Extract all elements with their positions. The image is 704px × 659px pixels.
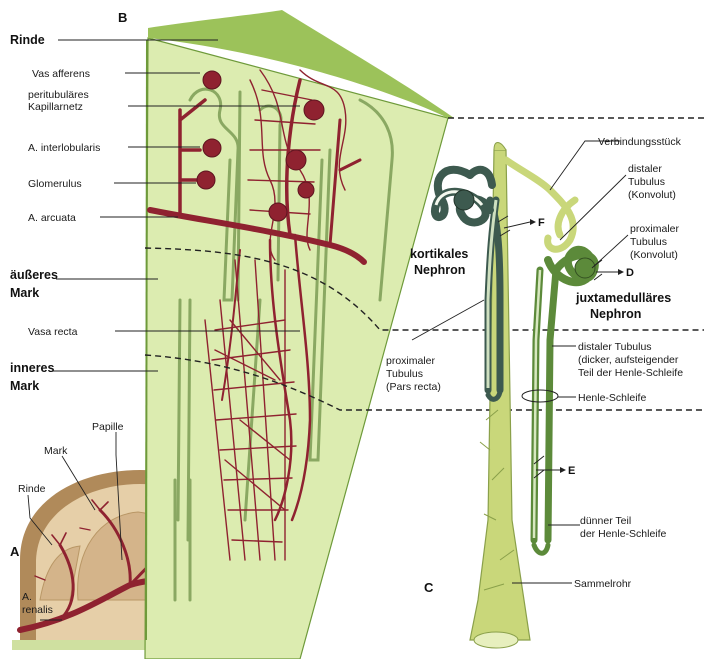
papille-label: Papille	[92, 421, 124, 433]
verbindungsstueck-label: Verbindungsstück	[598, 136, 682, 148]
panel-b-wedge	[145, 10, 454, 659]
distaler-henle-label-3: Teil der Henle-Schleife	[578, 367, 683, 379]
distaler-henle-label-1: distaler Tubulus	[578, 341, 652, 353]
proximaler-recta-label-3: (Pars recta)	[386, 381, 441, 393]
duenner-teil-label-2: der Henle-Schleife	[580, 528, 667, 540]
mark-label: Mark	[44, 445, 68, 457]
panel-b-letter: B	[118, 10, 127, 25]
a-renalis-label-2: renalis	[22, 604, 53, 616]
zone-inneres-label-1: inneres	[10, 361, 55, 375]
sammelrohr-label: Sammelrohr	[574, 578, 632, 590]
marker-e-label: E	[568, 465, 575, 477]
proximaler-konvolut-label-1: proximaler	[630, 223, 680, 235]
vas-afferens-label: Vas afferens	[32, 68, 90, 80]
proximaler-recta-label-1: proximaler	[386, 355, 436, 367]
a-interlobularis-label: A. interlobularis	[28, 142, 100, 154]
panel-a-letter: A	[10, 544, 20, 559]
distaler-konvolut-label-3: (Konvolut)	[628, 189, 676, 201]
proximaler-konvolut-label-3: (Konvolut)	[630, 249, 678, 261]
panel-c-letter: C	[424, 580, 434, 595]
kortikales-label-1: kortikales	[410, 247, 468, 261]
zone-aeusseres-label-2: Mark	[10, 286, 39, 300]
zone-inneres-label-2: Mark	[10, 379, 39, 393]
juxtamedullaeres-label-2: Nephron	[590, 307, 641, 321]
a-renalis-label-1: A.	[22, 591, 32, 603]
peritubulaeres-label-2: Kapillarnetz	[28, 101, 83, 113]
distaler-henle-label-2: (dicker, aufsteigender	[578, 354, 679, 366]
kortikales-label-2: Nephron	[414, 263, 465, 277]
glomerulus-label: Glomerulus	[28, 178, 82, 190]
a-arcuata-label: A. arcuata	[28, 212, 76, 224]
duenner-teil-label-1: dünner Teil	[580, 515, 631, 527]
proximaler-konvolut-label-2: Tubulus	[630, 236, 667, 248]
henle-schleife-label: Henle-Schleife	[578, 392, 646, 404]
peritubulaeres-label-1: peritubuläres	[28, 89, 89, 101]
proximaler-recta-label-2: Tubulus	[386, 368, 423, 380]
marker-d-label: D	[626, 267, 634, 279]
juxtamedullaeres-label-1: juxtamedulläres	[575, 291, 671, 305]
rinde-kidney-label: Rinde	[18, 483, 46, 495]
distaler-konvolut-label-2: Tubulus	[628, 176, 665, 188]
distaler-konvolut-label-1: distaler	[628, 163, 662, 175]
zone-rinde-label: Rinde	[10, 33, 45, 47]
zone-aeusseres-label-1: äußeres	[10, 268, 58, 282]
marker-f-label: F	[538, 217, 545, 229]
vasa-recta-label: Vasa recta	[28, 326, 78, 338]
